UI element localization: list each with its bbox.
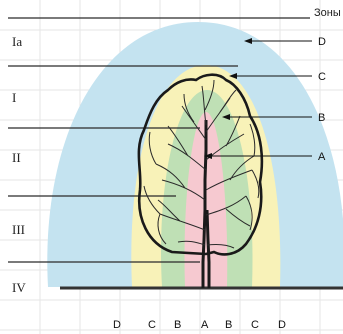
zone-label-b: B bbox=[318, 112, 325, 124]
bottom-label-b-left: B bbox=[174, 319, 181, 331]
zone-row-label-i: I bbox=[12, 90, 16, 105]
bottom-label-d-right: D bbox=[278, 319, 286, 331]
zone-label-c: C bbox=[318, 71, 326, 83]
bottom-label-c-left: C bbox=[148, 319, 156, 331]
zone-row-label-iii: III bbox=[12, 222, 25, 237]
zone-label-a: A bbox=[318, 151, 326, 163]
bottom-label-d-left: D bbox=[113, 319, 121, 331]
zones-header: Зоны bbox=[314, 7, 341, 19]
zone-row-label-ia: Ia bbox=[12, 34, 22, 49]
zone-label-d: D bbox=[318, 36, 326, 48]
zone-row-label-iv: IV bbox=[12, 280, 26, 295]
bottom-label-a: A bbox=[201, 319, 209, 331]
zone-row-label-ii: II bbox=[12, 150, 21, 165]
bottom-label-c-right: C bbox=[251, 319, 259, 331]
bottom-label-b-right: B bbox=[225, 319, 232, 331]
